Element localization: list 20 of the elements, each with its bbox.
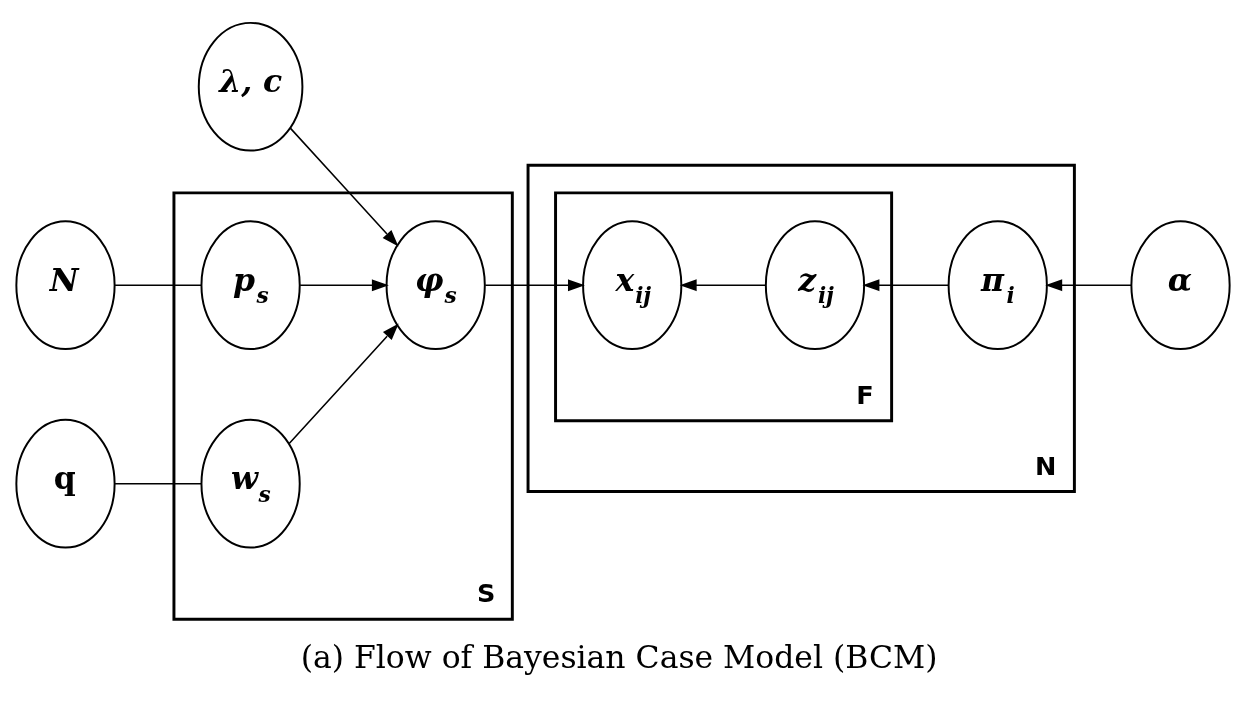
arrow [484, 279, 585, 292]
connector [114, 482, 203, 485]
arrow [288, 323, 399, 445]
arrow [289, 127, 399, 247]
node-ellipse: p$_{s}$ [200, 220, 301, 351]
arrow [862, 279, 950, 292]
node-ellipse: φ$_{s}$ [385, 220, 486, 351]
node-ellipse: λ, c [197, 21, 304, 152]
caption: (a) Flow of Bayesian Case Model (BCM) [300, 639, 938, 676]
connector [114, 284, 203, 286]
node-ellipse: N [15, 220, 116, 351]
node-ellipse: q [15, 418, 116, 549]
arrow [1045, 279, 1132, 292]
node-ellipse: w$_{s}$ [200, 418, 301, 549]
node-ellipse: α [1130, 220, 1231, 351]
node-ellipse: z$_{ij}$ [764, 220, 866, 351]
arrow [679, 279, 767, 292]
node-ellipse: π$_{i}$ [947, 220, 1048, 351]
node-ellipse: x$_{ij}$ [582, 220, 683, 351]
arrow [299, 279, 389, 292]
